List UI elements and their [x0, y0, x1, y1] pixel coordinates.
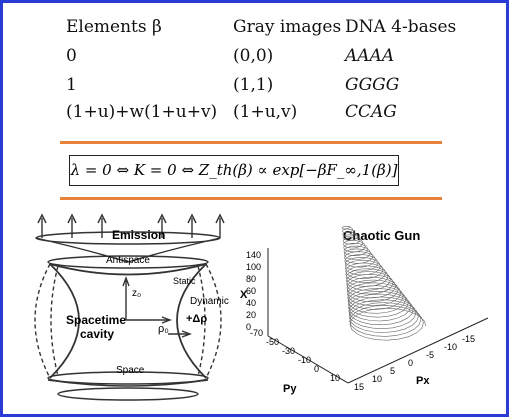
py-tick-label: -70 [250, 328, 263, 338]
orange-divider-bottom [60, 197, 442, 200]
label-rho0: ρ₀ [158, 323, 169, 335]
spiral-path [341, 225, 427, 341]
x-tick-label: 60 [246, 286, 256, 296]
row3-gray: (1+u,v) [233, 102, 298, 122]
x-tick-label: 80 [246, 274, 256, 284]
row1-gray: (0,0) [233, 46, 274, 66]
orange-divider-top [60, 141, 442, 144]
px-tick-label: 0 [408, 358, 413, 368]
header-elements: Elements β [66, 17, 162, 37]
row2-dna: GGGG [345, 75, 400, 95]
px-tick-label: 5 [390, 366, 395, 376]
label-static: Static [173, 276, 196, 286]
x-tick-label: 140 [246, 250, 261, 260]
py-tick-label: -10 [298, 355, 311, 365]
header-dna-bases: DNA 4-bases [345, 17, 457, 37]
label-delta-rho: +Δρ [186, 313, 207, 325]
px-tick-label: -15 [462, 334, 475, 344]
py-axis-label: Py [283, 383, 297, 395]
emission-arrows [37, 213, 225, 238]
row2-element: 1 [66, 75, 77, 95]
label-emission: Emission [112, 228, 165, 242]
partition-function-equation: λ = 0 ⇔ K = 0 ⇔ Z_th(β) ∝ exp[−βF_∞,1(β)… [69, 155, 399, 186]
row1-element: 0 [66, 46, 77, 66]
spacetime-cavity-diagram: Emission Antispace Static Dynamic z₀ ρ₀ … [34, 213, 229, 401]
label-cavity: cavity [80, 327, 114, 341]
row3-element: (1+u)+w(1+u+v) [66, 102, 218, 122]
py-tick-label: 0 [314, 364, 319, 374]
px-tick-label: -10 [444, 342, 457, 352]
label-dynamic: Dynamic [190, 296, 229, 307]
label-spacetime: Spacetime [66, 313, 126, 327]
px-tick-label: -5 [426, 350, 434, 360]
label-z0: z₀ [132, 288, 141, 299]
header-gray-images: Gray images [233, 17, 342, 37]
py-tick-label: -50 [266, 337, 279, 347]
x-tick-label: 40 [246, 298, 256, 308]
x-axis-label: X [240, 289, 248, 301]
x-tick-label: 20 [246, 310, 256, 320]
label-space: Space [116, 365, 145, 376]
px-axis-label: Px [416, 375, 430, 387]
row3-dna: CCAG [345, 102, 397, 122]
x-tick-label: 0 [246, 322, 251, 332]
row2-gray: (1,1) [233, 75, 274, 95]
py-tick-label: 10 [330, 373, 340, 383]
py-tick-label: -30 [282, 346, 295, 356]
row1-dna: AAAA [345, 46, 395, 66]
spiral-trajectory [341, 225, 427, 341]
plot-title: Chaotic Gun [343, 228, 420, 243]
px-tick-label: 10 [372, 374, 382, 384]
label-antispace: Antispace [106, 255, 150, 266]
x-tick-label: 100 [246, 262, 261, 272]
px-tick-label: 15 [354, 382, 364, 392]
